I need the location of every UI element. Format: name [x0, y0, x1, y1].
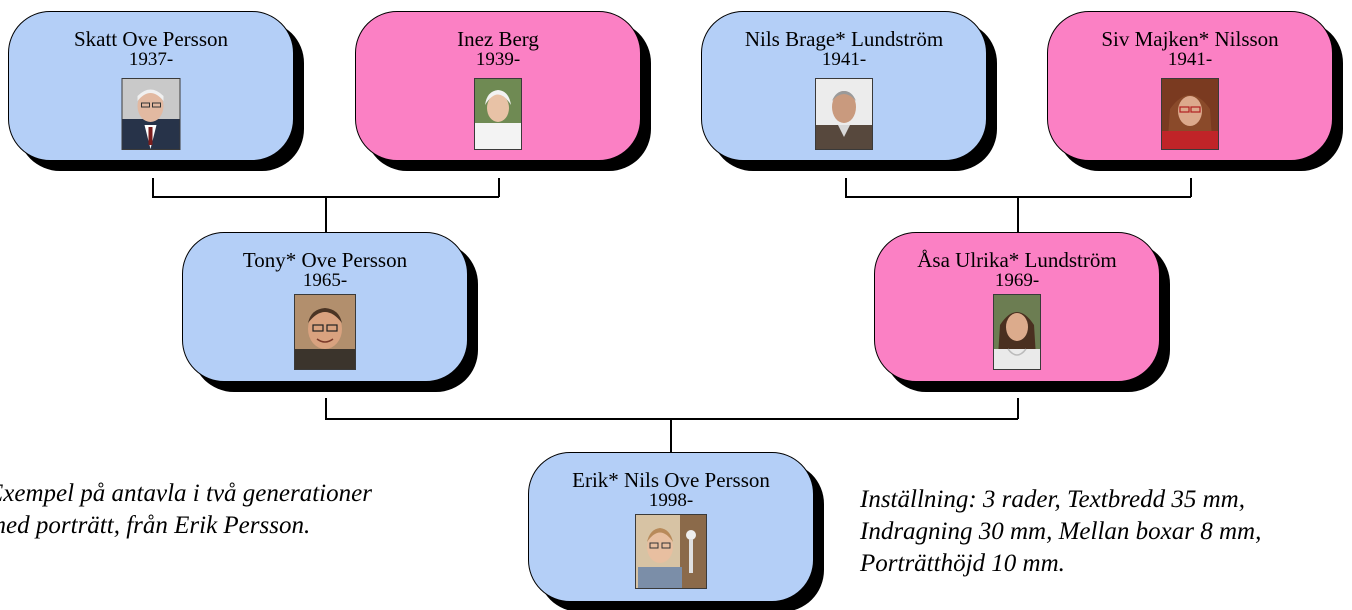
connector-line: [498, 178, 500, 197]
portrait-image: [815, 78, 873, 150]
connector-line: [1017, 398, 1019, 419]
connector-line: [152, 178, 154, 197]
portrait-image: [474, 78, 522, 150]
connector-line: [1017, 196, 1019, 233]
person-name: Nils Brage* Lundström: [744, 27, 944, 51]
connector-line: [325, 398, 327, 419]
person-name: Erik* Nils Ove Persson: [572, 468, 770, 492]
caption-left-line-2: med porträtt, från Erik Persson.: [0, 512, 311, 539]
portrait-image: [1161, 78, 1219, 150]
person-name: Siv Majken* Nilsson: [1101, 27, 1279, 51]
person-year: 1998-: [648, 490, 694, 511]
caption-right-line-1: Inställning: 3 rader, Textbredd 35 mm,: [860, 486, 1245, 513]
person-box-erik-nils-ove-persson[interactable]: Erik* Nils Ove Persson 1998-: [528, 452, 814, 602]
caption-left-line-1: Exempel på antavla i två generationer: [0, 480, 372, 507]
portrait-image: [635, 514, 707, 589]
person-box-inez-berg[interactable]: Inez Berg 1939-: [355, 11, 641, 161]
person-name: Tony* Ove Persson: [242, 248, 408, 272]
portrait-image: [993, 294, 1041, 370]
connector-line: [325, 196, 327, 233]
connector-line: [1190, 178, 1192, 197]
person-box-tony-ove-persson[interactable]: Tony* Ove Persson 1965-: [182, 232, 468, 382]
person-year: 1941-: [1167, 49, 1213, 70]
caption-right-line-2: Indragning 30 mm, Mellan boxar 8 mm,: [860, 518, 1262, 545]
portrait-image: [294, 294, 356, 370]
person-year: 1969-: [994, 270, 1040, 291]
person-name: Skatt Ove Persson: [74, 27, 228, 51]
person-name: Åsa Ulrika* Lundström: [917, 248, 1117, 272]
person-box-skatt-ove-persson[interactable]: Skatt Ove Persson 1937-: [8, 11, 294, 161]
person-box-siv-majken-nilsson[interactable]: Siv Majken* Nilsson 1941-: [1047, 11, 1333, 161]
person-year: 1939-: [475, 49, 521, 70]
person-year: 1965-: [302, 270, 348, 291]
caption-right: Inställning: 3 rader, Textbredd 35 mm, I…: [860, 484, 1261, 580]
connector-line: [325, 418, 1018, 420]
person-name: Inez Berg: [457, 27, 539, 51]
person-year: 1937-: [128, 49, 174, 70]
caption-right-line-3: Porträtthöjd 10 mm.: [860, 550, 1065, 577]
portrait-image: [121, 78, 181, 150]
connector-line: [845, 178, 847, 197]
person-year: 1941-: [821, 49, 867, 70]
caption-left: Exempel på antavla i två generationer me…: [0, 478, 372, 542]
person-box-nils-brage-lundstrom[interactable]: Nils Brage* Lundström 1941-: [701, 11, 987, 161]
person-box-asa-ulrika-lundstrom[interactable]: Åsa Ulrika* Lundström 1969-: [874, 232, 1160, 382]
connector-line: [670, 418, 672, 452]
